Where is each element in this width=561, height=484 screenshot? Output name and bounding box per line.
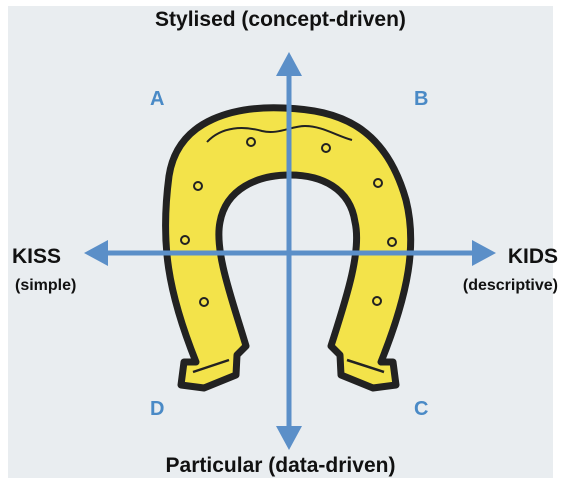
- arrow-left-icon: [84, 240, 108, 266]
- quadrant-b-label: B: [414, 88, 429, 110]
- arrow-up-icon: [276, 52, 302, 76]
- horseshoe-nail-holes: [180, 137, 397, 307]
- axis-right-sublabel: (descriptive): [462, 277, 558, 294]
- horseshoe-body: [162, 104, 415, 392]
- horseshoe-heels: [192, 358, 385, 374]
- quadrant-d-label: D: [150, 398, 165, 420]
- horseshoe-groove: [206, 124, 353, 143]
- diagram-background: [8, 6, 553, 478]
- axis-right-label: KIDS: [507, 245, 558, 268]
- vertical-axis: [276, 52, 302, 450]
- axis-left-label: KISS: [12, 245, 62, 268]
- axis-bottom-label: Particular (data-driven): [165, 454, 396, 477]
- quadrant-a-label: A: [150, 88, 165, 110]
- axis-top-label: Stylised (concept-driven): [155, 8, 406, 31]
- quadrant-c-label: C: [414, 398, 429, 420]
- arrow-right-icon: [472, 240, 496, 266]
- arrow-down-icon: [276, 426, 302, 450]
- axis-left-sublabel: (simple): [15, 277, 77, 294]
- horseshoe-icon: [162, 104, 415, 392]
